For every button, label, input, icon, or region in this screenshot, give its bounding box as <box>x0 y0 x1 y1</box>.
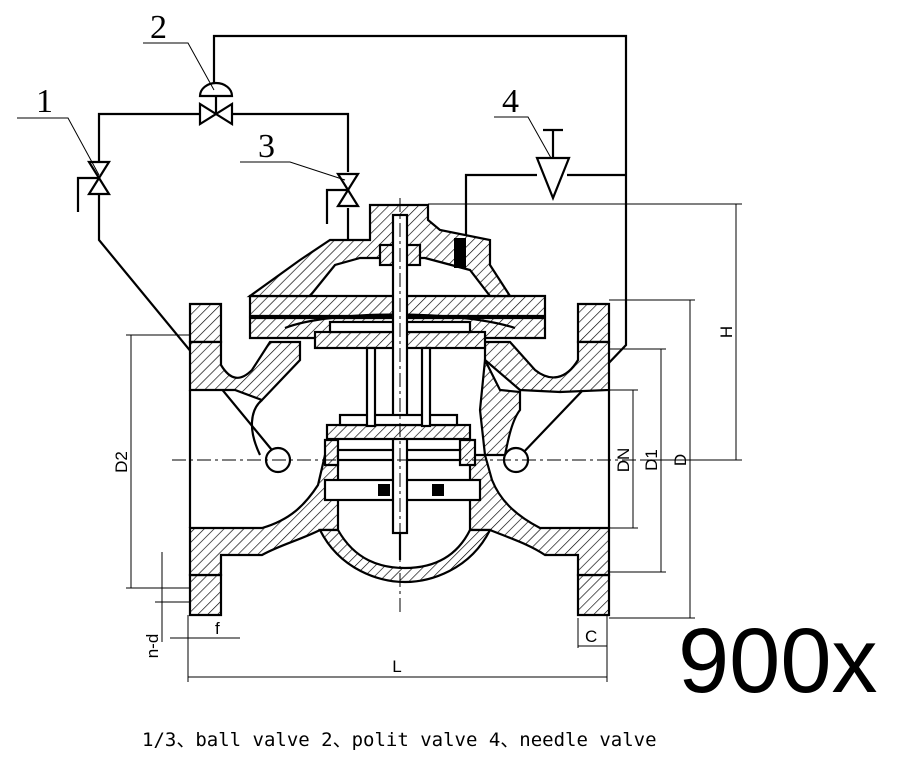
dim-label-f: f <box>215 619 220 638</box>
ball-valve-3-icon <box>325 172 360 224</box>
callout-1: 1 <box>36 83 53 120</box>
model-number: 900x <box>678 610 878 712</box>
dim-label-l: L <box>392 657 401 676</box>
dim-label-dn: DN <box>614 448 633 473</box>
dim-label-h: H <box>717 326 736 338</box>
center-lines <box>172 198 640 612</box>
caption: 1/3、ball valve 2、polit valve 4、needle va… <box>142 729 657 751</box>
dim-label-nd: n-d <box>143 634 162 659</box>
dim-label-d1: D1 <box>642 449 661 471</box>
valve-body <box>188 302 611 617</box>
dim-label-c: C <box>585 627 597 646</box>
dimension-lines <box>126 203 742 682</box>
pilot-valve-2-icon <box>198 81 234 126</box>
callout-2: 2 <box>150 9 167 46</box>
needle-valve-4-icon <box>535 128 571 201</box>
leader-lines <box>17 42 552 181</box>
dim-label-d: D <box>671 454 690 466</box>
callout-4: 4 <box>502 83 519 120</box>
dim-label-d2: D2 <box>112 451 131 473</box>
ball-valve-1-icon <box>76 160 111 212</box>
stem-disc <box>325 213 472 560</box>
callout-3: 3 <box>258 128 275 165</box>
